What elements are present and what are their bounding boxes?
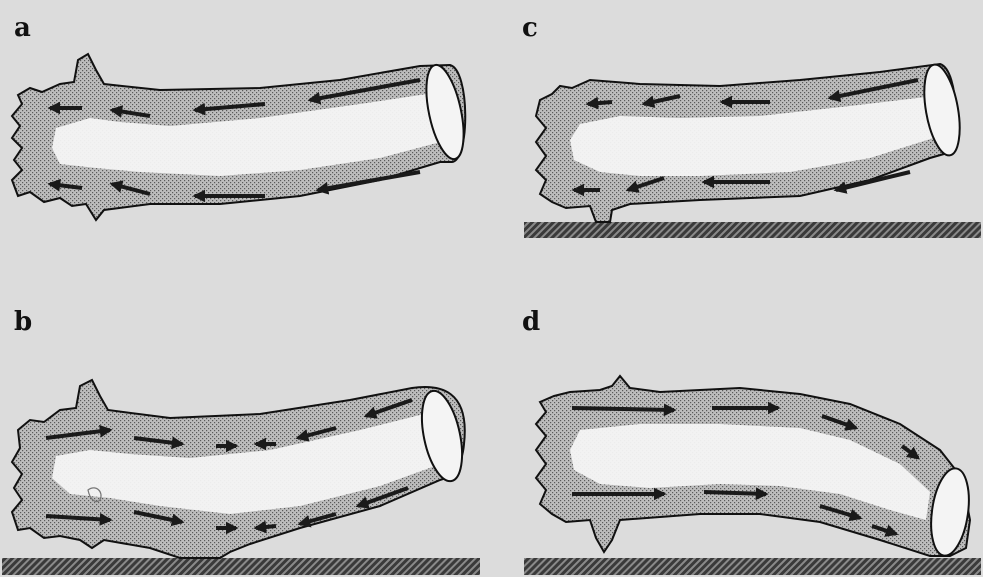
panel-label-c: c <box>522 13 538 43</box>
substrate-c <box>524 222 981 238</box>
flow-arrow <box>572 408 674 410</box>
flow-arrow <box>256 526 276 528</box>
panel-label-b: b <box>14 307 32 337</box>
panel-b: b <box>2 307 480 575</box>
substrate-b <box>2 558 480 575</box>
panel-c: c <box>522 13 981 238</box>
panel-label-d: d <box>522 307 540 337</box>
flow-arrow <box>704 492 766 494</box>
panel-a: a <box>12 13 471 220</box>
flow-arrow <box>588 102 612 104</box>
panel-d: d <box>522 307 981 575</box>
substrate-d <box>524 558 981 575</box>
panel-label-a: a <box>14 13 31 43</box>
